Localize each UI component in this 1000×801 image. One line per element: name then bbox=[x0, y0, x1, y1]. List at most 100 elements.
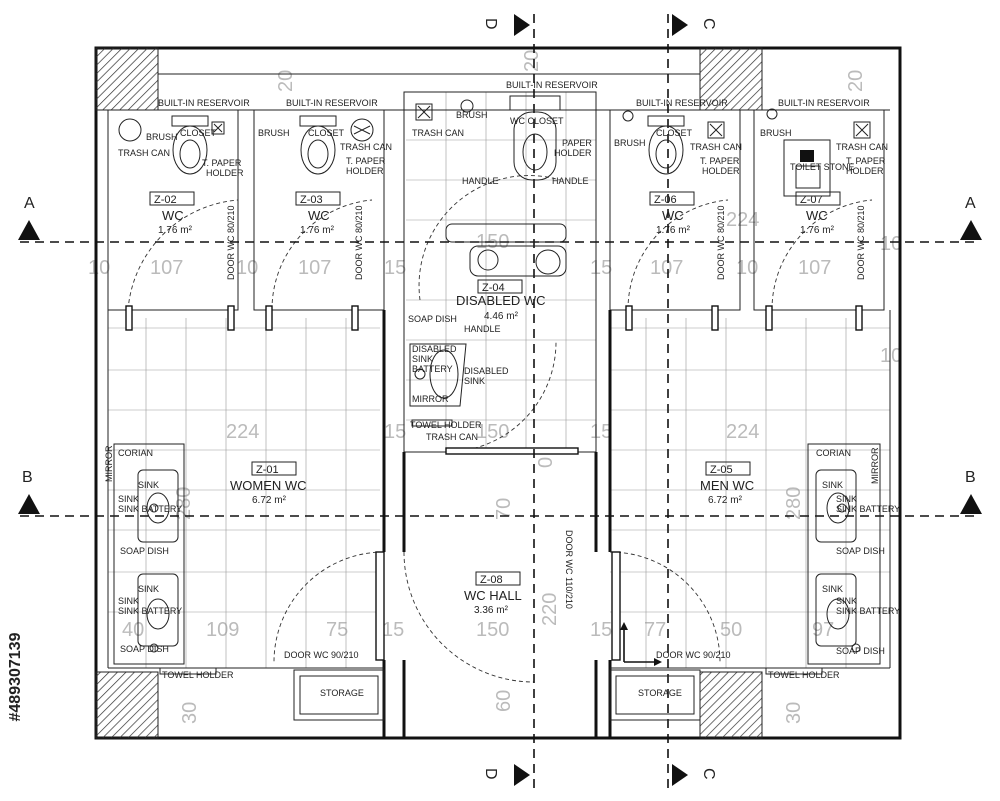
svg-text:BRUSH: BRUSH bbox=[614, 138, 646, 148]
section-marker-a-left: A bbox=[18, 195, 40, 240]
svg-text:TRASH CAN: TRASH CAN bbox=[426, 432, 478, 442]
svg-text:SOAP DISH: SOAP DISH bbox=[836, 646, 885, 656]
svg-text:Z-05: Z-05 bbox=[710, 464, 733, 476]
svg-text:6.72 m²: 6.72 m² bbox=[252, 495, 287, 506]
axis-origin-icon bbox=[620, 622, 662, 666]
room-label-z05: Z-05 MEN WC 6.72 m² bbox=[700, 461, 754, 506]
svg-text:MIRROR: MIRROR bbox=[870, 447, 880, 484]
svg-text:C: C bbox=[700, 18, 717, 30]
svg-text:SINK: SINK bbox=[118, 494, 139, 504]
storage-women bbox=[293, 669, 385, 721]
svg-text:TOWEL HOLDER: TOWEL HOLDER bbox=[162, 670, 234, 680]
svg-text:DOOR WC 90/210: DOOR WC 90/210 bbox=[656, 650, 731, 660]
svg-text:BUILT-IN RESERVOIR: BUILT-IN RESERVOIR bbox=[158, 98, 250, 108]
svg-text:TRASH CAN: TRASH CAN bbox=[118, 148, 170, 158]
svg-text:60: 60 bbox=[493, 690, 515, 712]
svg-text:PAPER: PAPER bbox=[562, 138, 592, 148]
svg-text:Z-06: Z-06 bbox=[654, 194, 677, 206]
svg-text:15: 15 bbox=[590, 619, 612, 641]
svg-text:A: A bbox=[965, 195, 976, 212]
svg-text:10: 10 bbox=[880, 345, 902, 367]
svg-text:107: 107 bbox=[798, 257, 831, 279]
svg-text:TRASH CAN: TRASH CAN bbox=[836, 142, 888, 152]
svg-text:Z-02: Z-02 bbox=[154, 194, 177, 206]
sink-women-2 bbox=[137, 573, 179, 653]
svg-text:1.76 m²: 1.76 m² bbox=[158, 225, 193, 236]
svg-text:109: 109 bbox=[206, 619, 239, 641]
svg-text:Z-07: Z-07 bbox=[800, 194, 823, 206]
svg-text:MEN WC: MEN WC bbox=[700, 478, 754, 493]
svg-text:A: A bbox=[24, 195, 35, 212]
svg-text:15: 15 bbox=[384, 257, 406, 279]
svg-text:DOOR WC 90/210: DOOR WC 90/210 bbox=[284, 650, 359, 660]
svg-text:WOMEN WC: WOMEN WC bbox=[230, 478, 307, 493]
svg-text:T. PAPER: T. PAPER bbox=[846, 156, 886, 166]
svg-text:224: 224 bbox=[726, 209, 759, 231]
svg-text:6.72 m²: 6.72 m² bbox=[708, 495, 743, 506]
room-label-z04: Z-04 DISABLED WC 4.46 m² bbox=[456, 279, 546, 322]
room-label-z07: Z-07 WC 1.76 m² bbox=[795, 191, 841, 236]
column-hatch bbox=[699, 47, 763, 111]
svg-text:SOAP DISH: SOAP DISH bbox=[408, 314, 457, 324]
svg-text:10: 10 bbox=[880, 233, 902, 255]
svg-text:15: 15 bbox=[384, 421, 406, 443]
fixture-labels: BUILT-IN RESERVOIR BUILT-IN RESERVOIR BU… bbox=[104, 80, 900, 698]
sink-men-2 bbox=[815, 573, 861, 653]
door-swings bbox=[127, 175, 873, 683]
toilet-z04 bbox=[415, 95, 561, 181]
toilet-z06 bbox=[622, 110, 725, 175]
svg-text:280: 280 bbox=[783, 487, 805, 520]
svg-text:HOLDER: HOLDER bbox=[206, 168, 244, 178]
svg-text:Z-01: Z-01 bbox=[256, 464, 279, 476]
section-marker-d-top: D bbox=[482, 14, 530, 36]
stock-id-text: #489307139 bbox=[7, 632, 24, 722]
svg-text:10: 10 bbox=[88, 257, 110, 279]
svg-text:224: 224 bbox=[726, 421, 759, 443]
svg-text:HOLDER: HOLDER bbox=[846, 166, 884, 176]
column-hatch bbox=[95, 671, 159, 739]
background-dimensions: 10 107 10 107 15 150 15 107 10 107 10 22… bbox=[88, 50, 902, 724]
wheelchair-icon bbox=[445, 223, 567, 277]
section-marker-c-bottom: C bbox=[672, 764, 717, 786]
svg-text:BRUSH: BRUSH bbox=[258, 128, 290, 138]
svg-text:SINK: SINK bbox=[822, 584, 843, 594]
svg-text:15: 15 bbox=[590, 257, 612, 279]
svg-text:40: 40 bbox=[122, 619, 144, 641]
svg-text:B: B bbox=[22, 469, 33, 486]
svg-text:SINK: SINK bbox=[118, 596, 139, 606]
column-hatch bbox=[95, 47, 159, 111]
svg-text:D: D bbox=[482, 18, 499, 30]
towel-holders bbox=[159, 419, 823, 675]
svg-text:0: 0 bbox=[535, 457, 557, 468]
svg-text:WC HALL: WC HALL bbox=[464, 588, 522, 603]
door-leaves bbox=[125, 305, 863, 661]
svg-text:BUILT-IN RESERVOIR: BUILT-IN RESERVOIR bbox=[286, 98, 378, 108]
sink-women-1 bbox=[113, 443, 185, 665]
svg-text:HOLDER: HOLDER bbox=[346, 166, 384, 176]
svg-text:30: 30 bbox=[179, 702, 201, 724]
svg-text:10: 10 bbox=[236, 257, 258, 279]
svg-text:TRASH CAN: TRASH CAN bbox=[690, 142, 742, 152]
tile-grid bbox=[108, 92, 890, 668]
svg-text:BRUSH: BRUSH bbox=[456, 110, 488, 120]
svg-text:SOAP DISH: SOAP DISH bbox=[120, 546, 169, 556]
svg-text:STORAGE: STORAGE bbox=[638, 688, 682, 698]
svg-text:Z-08: Z-08 bbox=[480, 574, 503, 586]
section-marker-a-right: A bbox=[960, 195, 982, 240]
svg-text:HOLDER: HOLDER bbox=[554, 148, 592, 158]
svg-text:107: 107 bbox=[298, 257, 331, 279]
svg-text:SINK: SINK bbox=[138, 584, 159, 594]
svg-text:TRASH CAN: TRASH CAN bbox=[412, 128, 464, 138]
sink-men-1 bbox=[807, 443, 881, 665]
svg-text:TOWEL HOLDER: TOWEL HOLDER bbox=[768, 670, 840, 680]
svg-text:4.46 m²: 4.46 m² bbox=[484, 311, 519, 322]
svg-text:MIRROR: MIRROR bbox=[104, 445, 114, 482]
svg-text:CLOSET: CLOSET bbox=[180, 128, 217, 138]
svg-text:CORIAN: CORIAN bbox=[816, 448, 851, 458]
column-hatch bbox=[699, 671, 763, 739]
svg-text:1.76 m²: 1.76 m² bbox=[656, 225, 691, 236]
svg-text:BUILT-IN RESERVOIR: BUILT-IN RESERVOIR bbox=[778, 98, 870, 108]
svg-text:50: 50 bbox=[720, 619, 742, 641]
svg-text:20: 20 bbox=[275, 70, 297, 92]
svg-text:WC CLOSET: WC CLOSET bbox=[510, 116, 564, 126]
